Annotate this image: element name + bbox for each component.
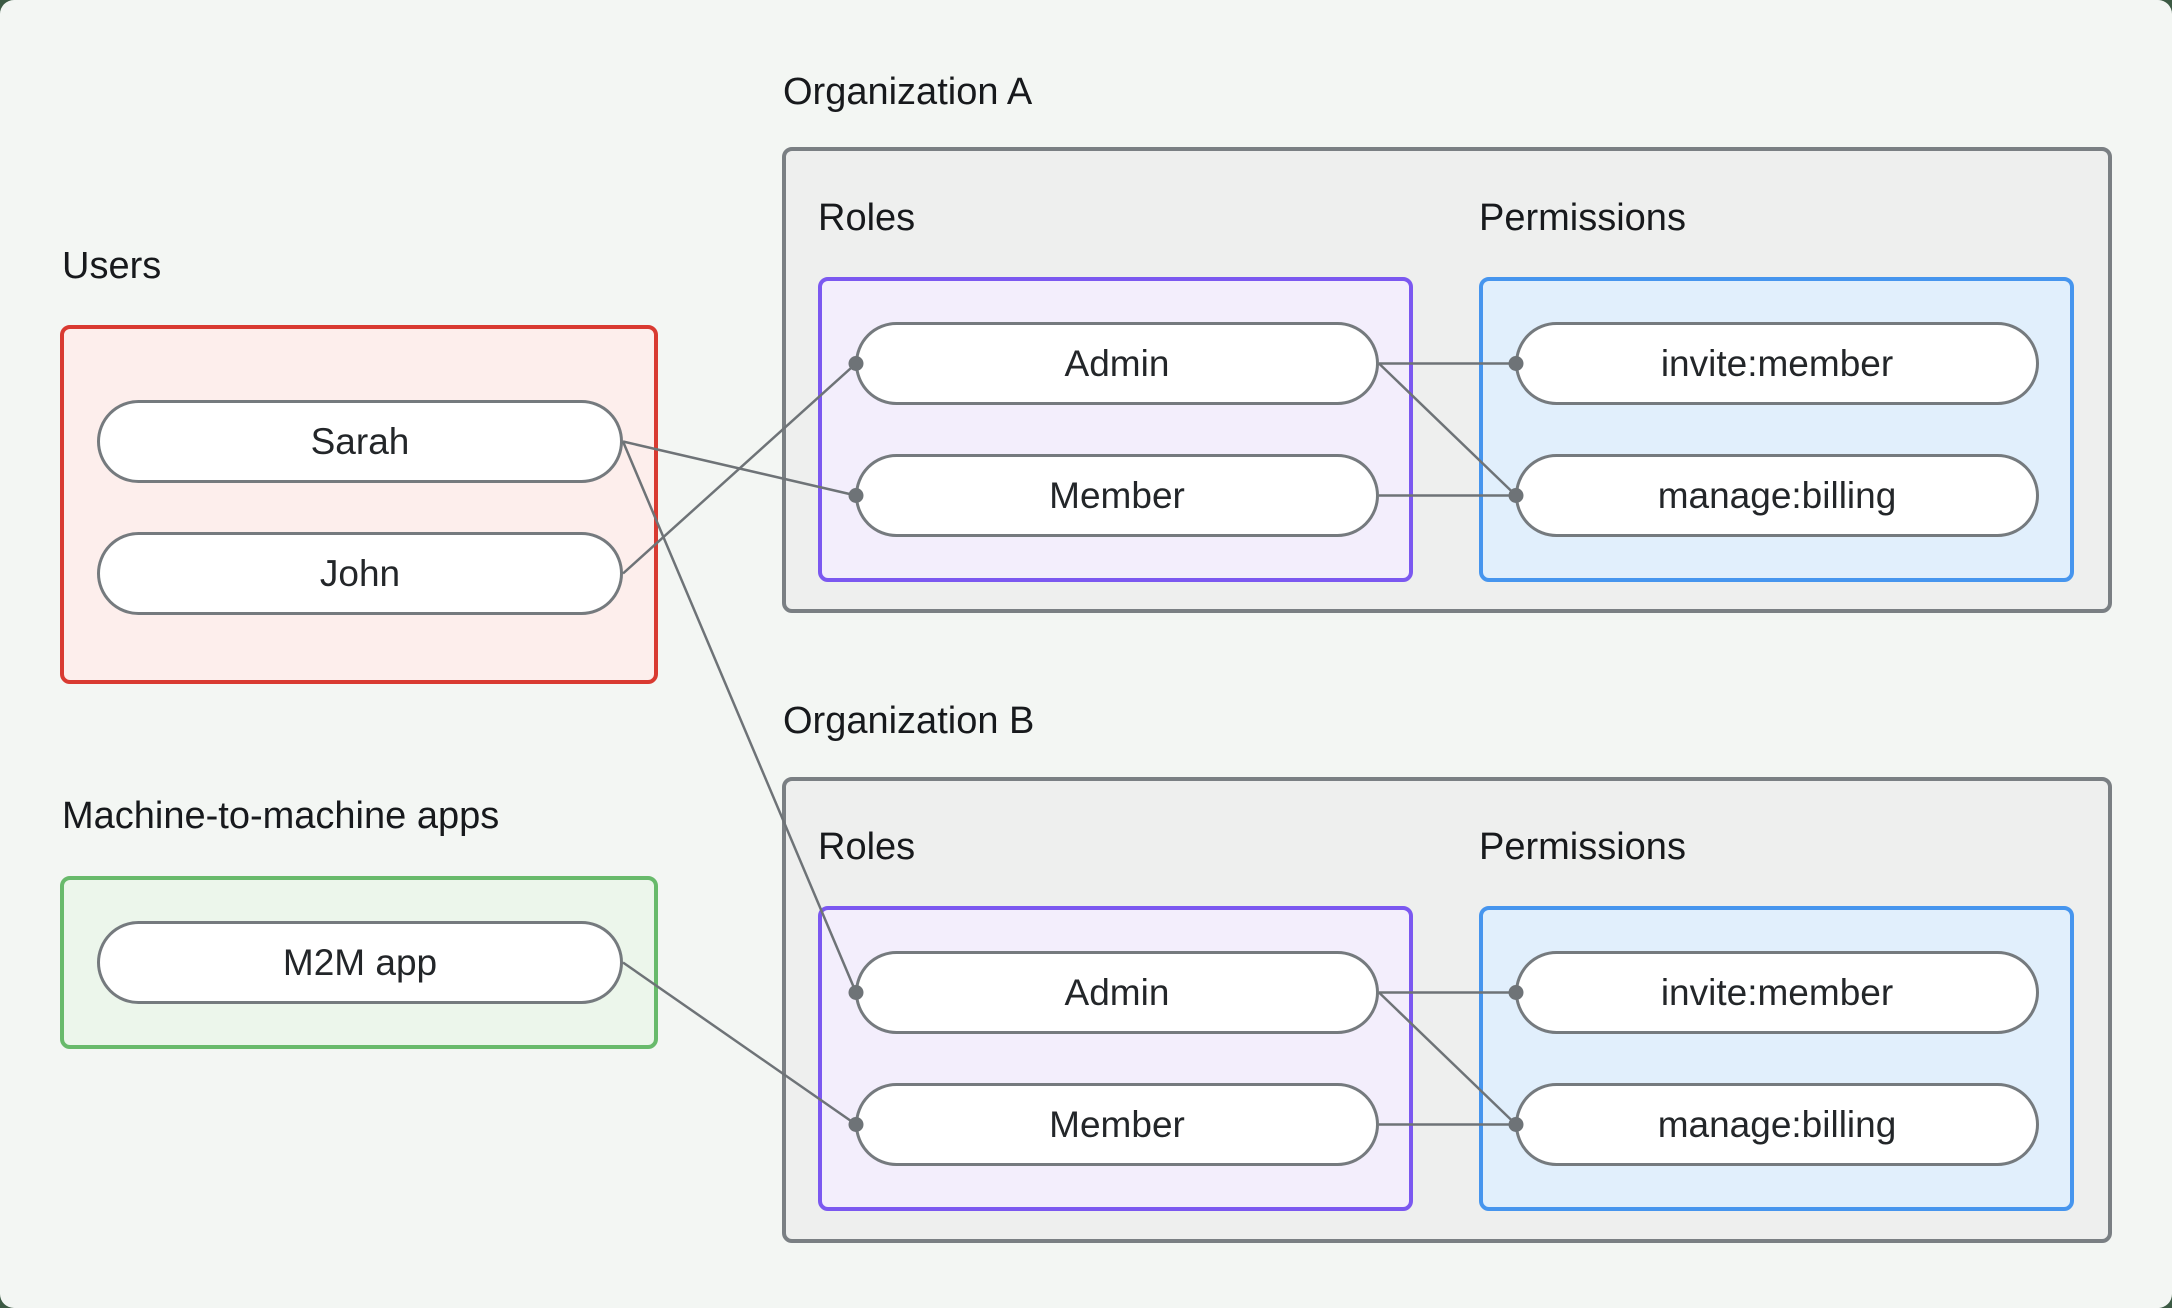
- org-b-roles-title: Roles: [818, 826, 916, 868]
- org-a-permissions-title: Permissions: [1479, 197, 1686, 239]
- m2m-title: Machine-to-machine apps: [62, 795, 500, 837]
- org-a-roles-title: Roles: [818, 197, 916, 239]
- node-m2m-app: M2M app: [97, 921, 623, 1004]
- node-org-b-role-member: Member: [855, 1083, 1379, 1166]
- node-org-a-permission-manage-billing: manage:billing: [1515, 454, 2039, 537]
- node-user-john: John: [97, 532, 623, 615]
- users-group-box: [60, 325, 658, 684]
- node-org-b-role-admin: Admin: [855, 951, 1379, 1034]
- org-a-title: Organization A: [783, 71, 1033, 113]
- node-user-sarah: Sarah: [97, 400, 623, 483]
- org-b-title: Organization B: [783, 700, 1035, 742]
- node-org-a-role-admin: Admin: [855, 322, 1379, 405]
- users-title: Users: [62, 245, 162, 287]
- node-org-b-permission-manage-billing: manage:billing: [1515, 1083, 2039, 1166]
- node-org-a-permission-invite-member: invite:member: [1515, 322, 2039, 405]
- org-b-permissions-title: Permissions: [1479, 826, 1686, 868]
- node-org-a-role-member: Member: [855, 454, 1379, 537]
- node-org-b-permission-invite-member: invite:member: [1515, 951, 2039, 1034]
